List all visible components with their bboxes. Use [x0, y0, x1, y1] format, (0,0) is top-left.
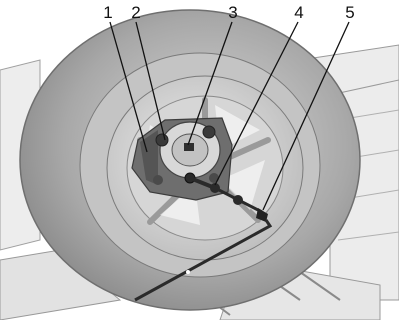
callout-1: 1	[103, 3, 112, 22]
callout-5: 5	[345, 3, 354, 22]
callout-4: 4	[294, 3, 303, 22]
callout-2: 2	[131, 3, 140, 22]
callout-3: 3	[228, 3, 237, 22]
